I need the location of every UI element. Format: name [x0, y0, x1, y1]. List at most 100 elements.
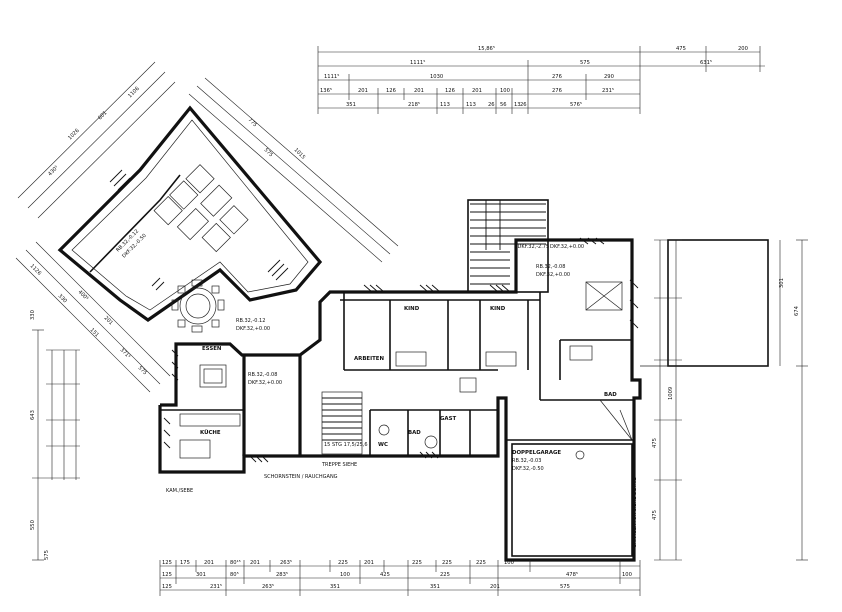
sofa-group — [153, 164, 249, 253]
diag-dim-575: 575 — [263, 147, 274, 158]
top-dim-r5-f: 56 — [500, 102, 507, 108]
top-dim-r4-a: 136⁵ — [320, 88, 332, 94]
bot-r1-5: 263⁵ — [280, 560, 292, 566]
bad2-label: BAD — [408, 430, 421, 436]
top-dim-575: 575 — [580, 60, 590, 66]
bot-r1-4: 201 — [250, 560, 260, 566]
schlafen-label-2: DKF.32,+0.00 — [536, 272, 570, 278]
bot-r3-6: 575 — [560, 584, 570, 590]
bot-r2-2: 80⁵ — [230, 572, 239, 578]
gast-label: GAST — [440, 416, 456, 422]
kueche-label: KÜCHE — [200, 429, 221, 436]
top-dimension-chains: 15,86⁵ 475 200 1111⁵ 575 631⁵ 1111⁵ 1030… — [317, 46, 765, 114]
stair-label: 15 STG 17,5/25,6 — [324, 442, 368, 448]
top-dim-1111: 1111⁵ — [410, 60, 425, 66]
garage — [511, 399, 633, 557]
diag-dim-l-201: 201 — [103, 315, 114, 326]
bot-r2-7: 100 — [622, 572, 632, 578]
garage-label-2: DKF.32,-0.50 — [512, 466, 544, 472]
right-dim-475a: 475 — [652, 438, 658, 448]
diag-dim-l-575: 575 — [137, 365, 148, 376]
bot-r2-0: 125 — [162, 572, 172, 578]
top-dim-r5-e: 26 — [488, 102, 495, 108]
diag-dim-l-400: 400⁵ — [77, 289, 90, 302]
diag-dim-601: 601 — [97, 110, 108, 121]
top-dim-r5-i: 576⁵ — [570, 102, 582, 108]
note-garagentor: GARAGENTOR SIEHE DETAIL — [632, 477, 638, 548]
bot-r3-2: 263⁵ — [262, 584, 274, 590]
bot-r2-5: 425 — [380, 572, 390, 578]
top-dim-r4-h: 276 — [552, 88, 562, 94]
top-dim-r5-b: 218⁵ — [408, 102, 420, 108]
note-kamin: KAM./SEBE — [166, 488, 193, 494]
diag-dim-l-371: 371⁵ — [119, 347, 132, 360]
right-dim-674: 674 — [794, 305, 800, 316]
top-dim-r4-d: 201 — [414, 88, 424, 94]
bot-r1-11: 100 — [504, 560, 514, 566]
wohnen-label-2: DKF.32,+0.00 — [236, 326, 270, 332]
bot-r2-6: 478⁵ — [566, 572, 578, 578]
stair-treads-upper — [470, 200, 546, 285]
bot-r1-2: 201 — [204, 560, 214, 566]
left-dim-330: 330 — [30, 310, 36, 320]
furniture-main — [179, 281, 623, 460]
kind1-label: KIND — [404, 306, 420, 312]
right-dim-301: 301 — [779, 278, 785, 288]
wc-label: WC — [378, 442, 388, 448]
bottom-dimension-chains: 125 175 201 80¹⁵ 201 263⁵ 225 201 225 22… — [159, 560, 641, 596]
bot-r2-4: 100 — [340, 572, 350, 578]
diag-dim-l-151: 151 — [89, 327, 100, 338]
essen-label-2: DKF.32,+0.00 — [248, 380, 282, 386]
top-dim-r4-i: 231⁵ — [602, 88, 614, 94]
top-dim-r4-b: 201 — [358, 88, 368, 94]
bot-r1-10: 225 — [476, 560, 486, 566]
bot-r1-0: 125 — [162, 560, 172, 566]
top-dim-r3-c: 276 — [552, 74, 562, 80]
diag-dim-430: 430⁵ — [47, 165, 60, 178]
bot-r1-1: 175 — [180, 560, 190, 566]
diag-dim-1015: 1015 — [293, 147, 307, 161]
treppe-label: TREPPE SIEHE — [321, 462, 357, 468]
top-dim-200: 200 — [738, 46, 748, 52]
top-dim-r5-c: 113 — [440, 102, 450, 108]
top-dim-r5-a: 351 — [346, 102, 356, 108]
bot-r3-5: 201 — [490, 584, 500, 590]
arbeiten-label: ARBEITEN — [354, 356, 384, 362]
top-dim-total: 15,86⁵ — [478, 46, 495, 52]
left-dim-550: 550 — [30, 520, 36, 530]
hatched-wall-segments — [163, 237, 639, 463]
diagonal-dims-lower: 1126 330 400⁵ 151 201 371⁵ 575 — [15, 241, 171, 393]
bot-r3-4: 351 — [430, 584, 440, 590]
garage-label-1: RB.32,-0.03 — [512, 458, 541, 464]
top-dim-475: 475 — [676, 46, 686, 52]
essen-label: ESSEN — [202, 346, 222, 352]
bot-r1-9: 225 — [442, 560, 452, 566]
bot-r1-6: 225 — [338, 560, 348, 566]
left-dim-575: 575 — [44, 550, 50, 560]
bad1-label: BAD — [604, 392, 617, 398]
right-dim-475b: 475 — [652, 510, 658, 520]
top-dim-631: 631⁵ — [700, 60, 712, 66]
diag-dim-775: 775 — [247, 117, 258, 128]
main-building-walls — [158, 199, 642, 562]
top-dim-r3-a: 1111⁵ — [324, 74, 339, 80]
left-dim-643: 643 — [30, 410, 36, 420]
rotated-living-wing: RB.32,-0.12 DKF.32,-0.50 — [57, 105, 323, 333]
top-dim-r4-e: 126 — [445, 88, 455, 94]
bot-r3-3: 351 — [330, 584, 340, 590]
bot-r3-0: 125 — [162, 584, 172, 590]
garage-label: DOPPELGARAGE — [512, 450, 561, 456]
bot-r1-7: 201 — [364, 560, 374, 566]
bot-r2-8: 225 — [440, 572, 450, 578]
bot-r1-8: 225 — [412, 560, 422, 566]
bot-r2-3: 283⁵ — [276, 572, 288, 578]
kind2-label: KIND — [490, 306, 506, 312]
diag-dim-l-1126: 1126 — [29, 263, 43, 277]
top-dim-r3-d: 290 — [604, 74, 614, 80]
stair-treads-lower — [321, 391, 363, 455]
bot-r1-3: 80¹⁵ — [230, 560, 241, 566]
dining-table — [171, 279, 225, 333]
diag-dim-1026: 1026 — [67, 128, 81, 142]
bot-r3-1: 231⁵ — [210, 584, 222, 590]
right-terrace: 301 674 1009 475 475 — [640, 239, 808, 561]
